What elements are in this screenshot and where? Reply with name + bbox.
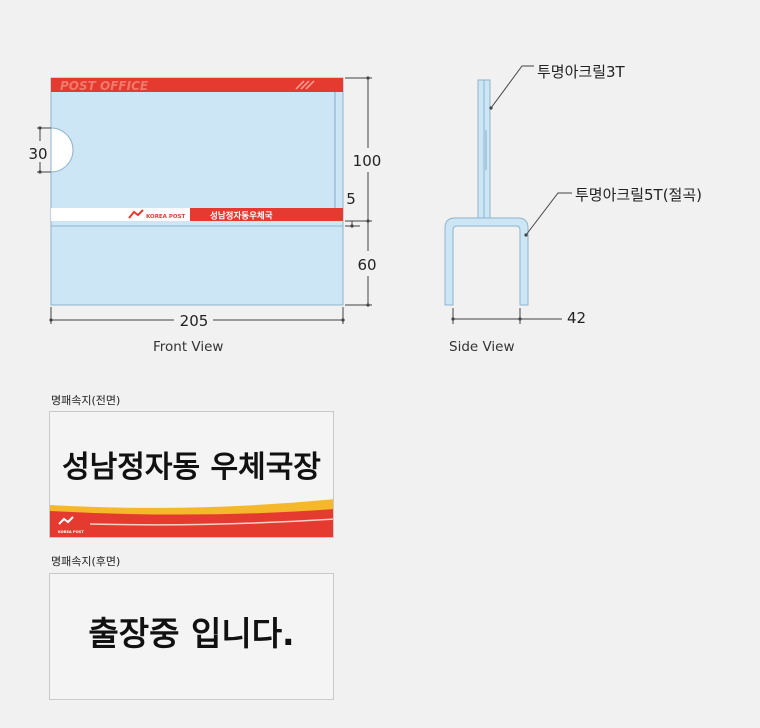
post-office-banner — [51, 78, 343, 92]
korea-post-logo-icon — [128, 209, 144, 219]
dim-depth-lines — [452, 308, 562, 324]
nameplate-front-card: 성남정자동 우체국장 KOREA POST — [49, 411, 334, 538]
post-office-banner-text: POST OFFICE — [60, 79, 149, 93]
dim-slot-label: 5 — [346, 190, 356, 208]
leader-top — [490, 65, 534, 109]
leader-base — [525, 192, 572, 236]
card-front-title: 성남정자동 우체국장 — [62, 450, 321, 485]
dim-width-label: 205 — [180, 312, 209, 330]
dim-cut-height-label: 30 — [28, 145, 47, 163]
side-view-drawing — [444, 65, 572, 324]
front-acrylic-panel — [50, 77, 344, 306]
thumb-cut-semicircle — [50, 127, 74, 173]
card-front-logo-icon — [58, 516, 74, 525]
card-back-title: 출장중 입니다. — [88, 614, 295, 653]
side-label-top: 투명아크릴3T — [537, 63, 625, 81]
card-front-wave: KOREA POST — [50, 499, 333, 537]
card-front-logo-text: KOREA POST — [58, 530, 84, 534]
nameplate-red-block — [190, 208, 343, 221]
front-view-caption: Front View — [153, 339, 224, 355]
banner-wing-icon — [295, 80, 315, 90]
dim-upper-label: 100 — [353, 152, 382, 170]
card-back-label: 명패속지(후면) — [51, 555, 121, 568]
side-label-base: 투명아크릴5T(절곡) — [575, 186, 703, 204]
side-view-caption: Side View — [449, 339, 515, 355]
front-view-drawing: POST OFFICE KOREA POST 성남정자동우체국 30 100 5… — [28, 76, 382, 330]
nameplate-logo-text: KOREA POST — [146, 214, 186, 220]
bent-base — [444, 217, 529, 306]
nameplate-back-card: 출장중 입니다. — [49, 573, 334, 700]
card-front-label: 명패속지(전면) — [51, 394, 121, 407]
dim-depth-label: 42 — [567, 309, 587, 327]
nameplate-name-text: 성남정자동우체국 — [210, 211, 273, 222]
dim-lower-label: 60 — [357, 256, 376, 274]
side-panel-back-sheet — [483, 79, 491, 221]
side-panel-front-sheet — [477, 79, 485, 221]
